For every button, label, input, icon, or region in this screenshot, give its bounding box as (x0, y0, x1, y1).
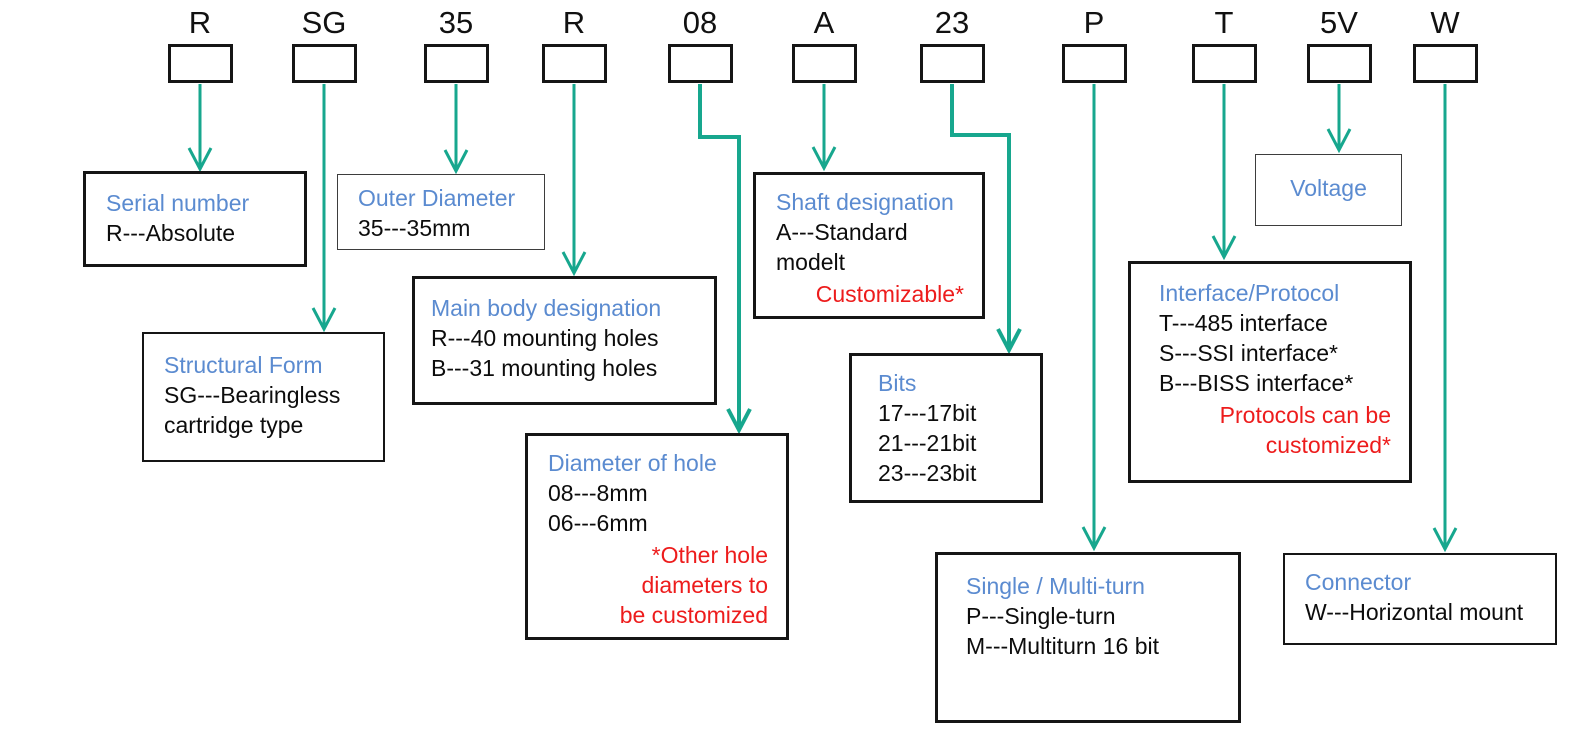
single-multi-turn-box: Single / Multi-turn P---Single-turn M---… (935, 552, 1241, 723)
code-label-bits: 23 (934, 5, 970, 40)
outer-diameter-box: Outer Diameter 35---35mm (337, 174, 545, 250)
box-body: T---485 interface S---SSI interface* B--… (1159, 310, 1354, 396)
arrow-outer (443, 84, 469, 175)
code-label-outer: 35 (438, 5, 474, 40)
code-label-connector: W (1430, 5, 1460, 40)
box-body: A---Standard modelt (776, 219, 908, 275)
box-body: SG---Bearingless cartridge type (164, 382, 341, 438)
box-note: *Other hole diameters to be customized (619, 542, 768, 628)
arrow-voltage (1326, 84, 1352, 154)
code-label-interface: T (1214, 5, 1234, 40)
code-label-serial: R (188, 5, 212, 40)
code-box-serial (168, 44, 233, 83)
diameter-of-hole-box: Diameter of hole 08---8mm 06---6mm *Othe… (525, 433, 789, 640)
code-box-outer (424, 44, 489, 83)
box-body: 08---8mm 06---6mm (548, 480, 648, 536)
code-label-structural: SG (301, 5, 347, 40)
box-title: Shaft designation (776, 189, 954, 215)
code-box-voltage (1307, 44, 1372, 83)
main-body-designation-box: Main body designation R---40 mounting ho… (412, 276, 717, 405)
interface-protocol-box: Interface/Protocol T---485 interface S--… (1128, 261, 1412, 483)
shaft-designation-box: Shaft designation A---Standard modelt Cu… (753, 172, 985, 319)
box-body: R---40 mounting holes B---31 mounting ho… (431, 325, 659, 381)
arrow-shaft (811, 84, 837, 172)
box-body: W---Horizontal mount (1305, 599, 1524, 625)
code-box-turn (1062, 44, 1127, 83)
voltage-box: Voltage (1255, 154, 1402, 226)
arrow-serial (187, 84, 213, 173)
box-title: Structural Form (164, 352, 323, 378)
code-box-hole (668, 44, 733, 83)
arrow-interface (1211, 84, 1237, 261)
structural-form-box: Structural Form SG---Bearingless cartrid… (142, 332, 385, 462)
serial-number-box: Serial number R---Absolute (83, 171, 307, 267)
code-label-turn: P (1083, 5, 1105, 40)
box-title: Connector (1305, 569, 1412, 595)
box-title: Single / Multi-turn (966, 573, 1145, 599)
arrow-connector (1432, 84, 1458, 553)
box-note: Protocols can be customized* (1219, 402, 1391, 458)
code-box-shaft (792, 44, 857, 83)
code-box-interface (1192, 44, 1257, 83)
box-title: Voltage (1290, 175, 1367, 201)
arrow-mainbody (561, 84, 587, 277)
box-title: Interface/Protocol (1159, 280, 1340, 306)
code-label-mainbody: R (562, 5, 586, 40)
box-title: Diameter of hole (548, 450, 717, 476)
code-label-hole: 08 (682, 5, 718, 40)
box-body: 17---17bit 21---21bit 23---23bit (878, 400, 977, 486)
arrow-structural (311, 84, 337, 333)
code-label-voltage: 5V (1320, 5, 1358, 40)
box-title: Serial number (106, 190, 250, 216)
code-box-mainbody (542, 44, 607, 83)
box-note: Customizable* (815, 281, 964, 307)
code-box-connector (1413, 44, 1478, 83)
box-title: Main body designation (431, 295, 662, 321)
box-title: Bits (878, 370, 917, 396)
arrow-turn (1081, 84, 1107, 552)
box-title: Outer Diameter (358, 185, 516, 211)
code-box-structural (292, 44, 357, 83)
box-body: P---Single-turn M---Multiturn 16 bit (966, 603, 1159, 659)
bits-box: Bits 17---17bit 21---21bit 23---23bit (849, 353, 1043, 503)
code-box-bits (920, 44, 985, 83)
box-body: 35---35mm (358, 215, 471, 241)
connector-box: Connector W---Horizontal mount (1283, 553, 1557, 645)
code-label-shaft: A (813, 5, 835, 40)
box-body: R---Absolute (106, 220, 236, 246)
